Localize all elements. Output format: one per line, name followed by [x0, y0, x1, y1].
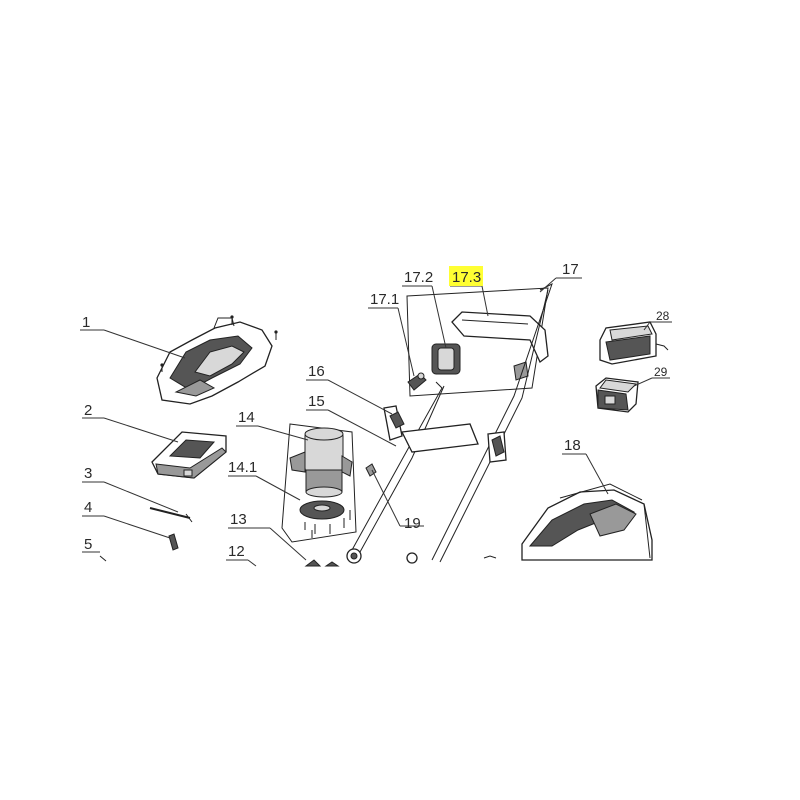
callout-29: 29: [654, 365, 668, 379]
callout-labels: 1 2 3 4 5 12 13 14 14.1 15 16 17 17.1 17…: [82, 261, 670, 560]
callout-12: 12: [228, 543, 245, 560]
callout-13: 13: [230, 511, 247, 528]
part-1-top-cover: [156, 315, 278, 405]
part-17-handle-assembly: [406, 287, 549, 397]
callout-5: 5: [84, 536, 92, 553]
leader-lines: [80, 277, 672, 567]
part-5-fragment: [99, 555, 107, 562]
handle-tubes: [346, 283, 553, 564]
callout-14-1: 14.1: [228, 459, 257, 476]
callout-16: 16: [308, 363, 325, 380]
part-3-rod: [149, 507, 193, 523]
callout-17: 17: [562, 261, 579, 278]
callout-15: 15: [308, 393, 325, 410]
callout-17-2: 17.2: [404, 269, 433, 286]
callout-17-3: 17.3: [452, 269, 481, 286]
callout-2: 2: [84, 402, 92, 419]
part-14-motor-assembly: [281, 423, 357, 543]
callout-19: 19: [404, 515, 421, 532]
callout-highlight: [449, 266, 483, 286]
bottom-fragments: [304, 555, 497, 567]
callout-17-1: 17.1: [370, 291, 399, 308]
part-18-grass-box: [521, 483, 653, 561]
callout-18: 18: [564, 437, 581, 454]
part-2-battery-cover: [151, 431, 227, 479]
part-29-battery: [595, 377, 639, 413]
part-28-charger: [599, 321, 669, 365]
callout-14: 14: [238, 409, 255, 426]
part-4-pin: [168, 533, 179, 551]
callout-28: 28: [656, 309, 670, 323]
callout-3: 3: [84, 465, 92, 482]
callout-4: 4: [84, 499, 92, 516]
callout-1: 1: [82, 314, 90, 331]
